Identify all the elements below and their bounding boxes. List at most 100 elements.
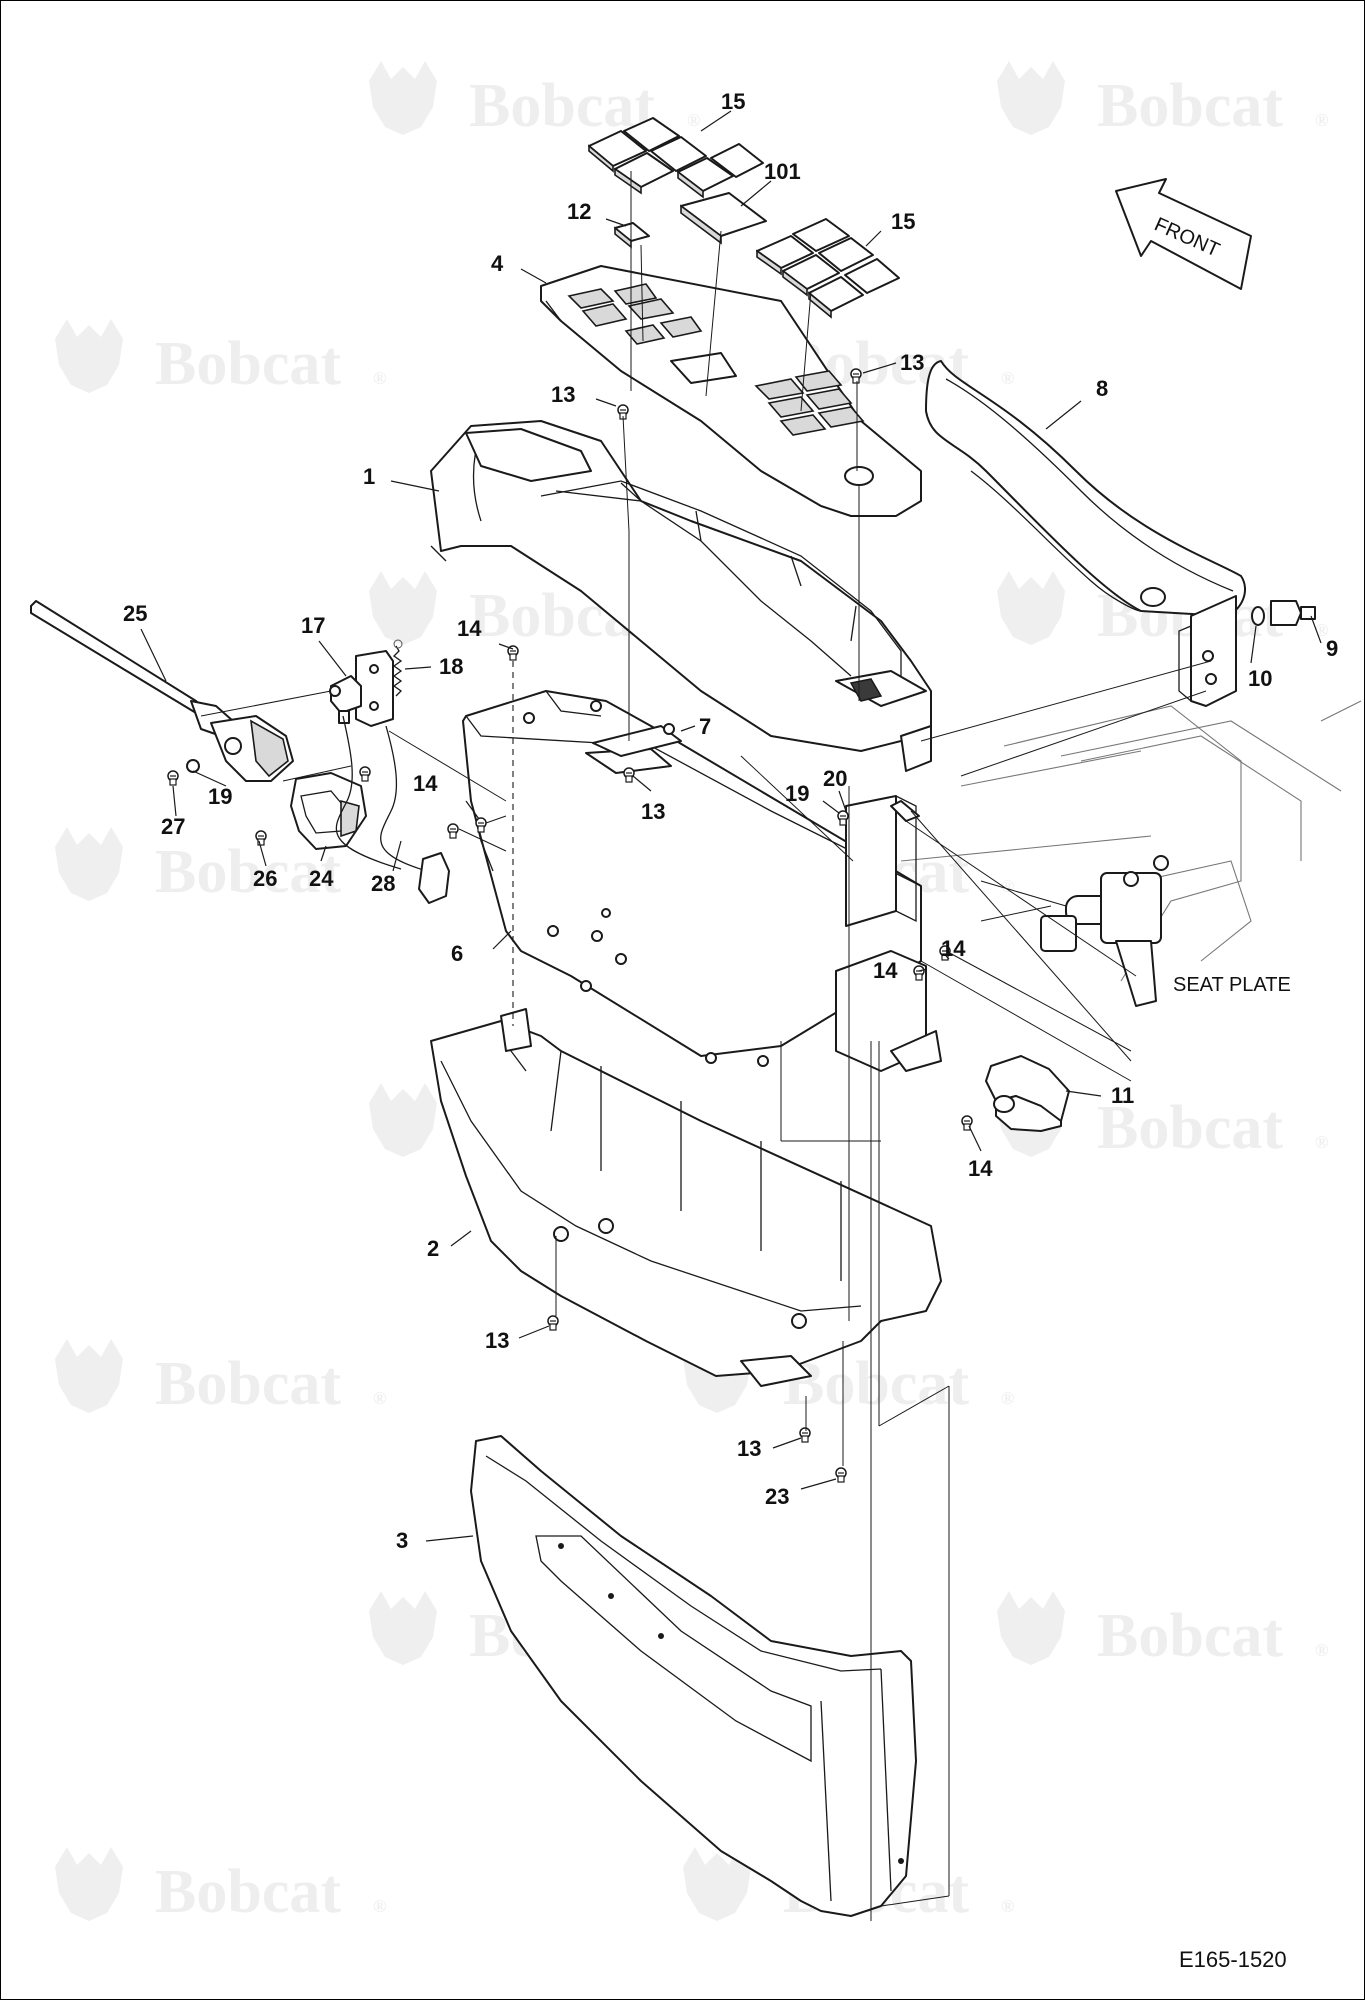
callout-10: 10 <box>1248 666 1272 691</box>
bobcat-logo-icon <box>997 1591 1065 1665</box>
watermark: Bobcat ® <box>997 1083 1328 1162</box>
watermark-text: Bobcat <box>1097 72 1283 140</box>
part-lower-tray <box>430 1008 942 1387</box>
seat-plate-label: SEAT PLATE <box>1173 974 1291 996</box>
watermark-text: Bobcat <box>1097 1094 1283 1162</box>
svg-text:®: ® <box>1001 368 1014 388</box>
bobcat-logo-icon <box>55 827 123 901</box>
callout-28: 28 <box>371 871 395 896</box>
callout-17: 17 <box>301 613 325 638</box>
screw-icon <box>167 770 179 786</box>
callout-25: 25 <box>123 601 147 626</box>
screw-icon <box>475 817 487 833</box>
frame-vertical-post <box>845 795 897 927</box>
bolt-shank <box>1300 606 1316 620</box>
watermark: Bobcat ® <box>997 1591 1328 1670</box>
part-console-frame <box>462 690 942 1072</box>
callout-14-a: 14 <box>457 616 482 641</box>
screw-icon <box>835 1467 847 1483</box>
part-switch-cover-24 <box>290 772 367 850</box>
watermark-text: Bobcat <box>783 1350 969 1418</box>
bobcat-logo-icon <box>369 571 437 645</box>
top-panel-hole <box>844 466 874 486</box>
svg-text:®: ® <box>1315 110 1328 130</box>
part-bolt-9 <box>1251 600 1316 626</box>
part-armrest-pad <box>925 360 1246 617</box>
part-display-cover <box>680 192 767 245</box>
callout-18: 18 <box>439 654 463 679</box>
display-cover-body <box>680 192 767 237</box>
bobcat-logo-icon <box>369 1083 437 1157</box>
part-console-upper-shell <box>430 420 932 772</box>
watermark: Bobcat ® <box>55 827 386 906</box>
switch-body <box>330 675 362 714</box>
svg-text:®: ® <box>1001 876 1014 896</box>
callout-13-d: 13 <box>485 1328 509 1353</box>
callout-101: 101 <box>764 159 801 184</box>
svg-text:®: ® <box>373 876 386 896</box>
part-small-cap <box>614 222 650 249</box>
screws <box>167 368 973 1483</box>
display-opening <box>670 352 737 384</box>
watermark: Bobcat ® <box>997 61 1328 140</box>
callout-23: 23 <box>765 1484 789 1509</box>
tray-body <box>430 1020 942 1377</box>
watermark-text: Bobcat <box>155 838 341 906</box>
front-arrow-shape <box>1115 178 1252 290</box>
callout-13-a: 13 <box>551 382 575 407</box>
callout-14-d: 14 <box>941 936 966 961</box>
washer-icon <box>186 759 200 773</box>
part-spring-18 <box>392 639 403 697</box>
pivot-bolt-icon <box>1123 871 1139 887</box>
pivot-leg <box>1115 940 1157 1007</box>
callout-12: 12 <box>567 199 591 224</box>
harness-connector <box>418 852 450 904</box>
drawing-number: E165-1520 <box>1179 1947 1287 1972</box>
pivot-mount <box>1040 915 1077 952</box>
watermark: Bobcat ® <box>369 61 700 140</box>
svg-text:®: ® <box>687 110 700 130</box>
callout-27: 27 <box>161 814 185 839</box>
callout-26: 26 <box>253 866 277 891</box>
callout-19-b: 19 <box>208 784 232 809</box>
screw-icon <box>850 368 862 384</box>
part-switch-caps-right <box>756 218 900 319</box>
callout-15-right: 15 <box>891 209 915 234</box>
bobcat-logo-icon <box>55 1847 123 1921</box>
callout-leaders <box>140 110 1322 1542</box>
part-armrest-bracket <box>1178 595 1237 707</box>
cup-holder <box>465 428 592 482</box>
watermark-text: Bobcat <box>155 1350 341 1418</box>
watermark: Bobcat ® <box>55 1847 386 1926</box>
part-switch-caps-upper <box>588 117 764 199</box>
bobcat-logo-icon <box>997 571 1065 645</box>
watermark-text: Bobcat <box>1097 1602 1283 1670</box>
upper-shell-body <box>430 420 932 752</box>
screw-icon <box>799 1427 811 1443</box>
assembly-guides <box>200 171 1212 1921</box>
part-console-top-panel <box>540 265 922 517</box>
callout-11: 11 <box>1111 1083 1134 1108</box>
callout-14-b: 14 <box>413 771 438 796</box>
bobcat-logo-icon <box>369 1591 437 1665</box>
callout-20: 20 <box>823 766 847 791</box>
callout-14-e: 14 <box>968 1156 993 1181</box>
callout-4: 4 <box>491 251 504 276</box>
part-harness-28 <box>335 715 450 904</box>
tray-tab <box>500 1008 532 1052</box>
svg-text:®: ® <box>373 1896 386 1916</box>
callout-numbers: 15 101 12 15 4 13 13 8 1 25 17 18 14 7 9… <box>123 89 1338 1553</box>
screw-icon <box>447 823 459 839</box>
svg-text:®: ® <box>1001 1896 1014 1916</box>
part-side-cover <box>470 1435 917 1917</box>
screw-icon <box>623 767 635 783</box>
side-cover-recess <box>535 1535 812 1763</box>
washer-icon <box>1251 606 1265 626</box>
armrest-hole <box>1140 587 1166 607</box>
watermark: Bobcat ® <box>55 319 386 398</box>
svg-text:®: ® <box>373 1388 386 1408</box>
side-cover-body <box>470 1435 917 1917</box>
callout-3: 3 <box>396 1528 408 1553</box>
svg-text:®: ® <box>1315 1640 1328 1660</box>
